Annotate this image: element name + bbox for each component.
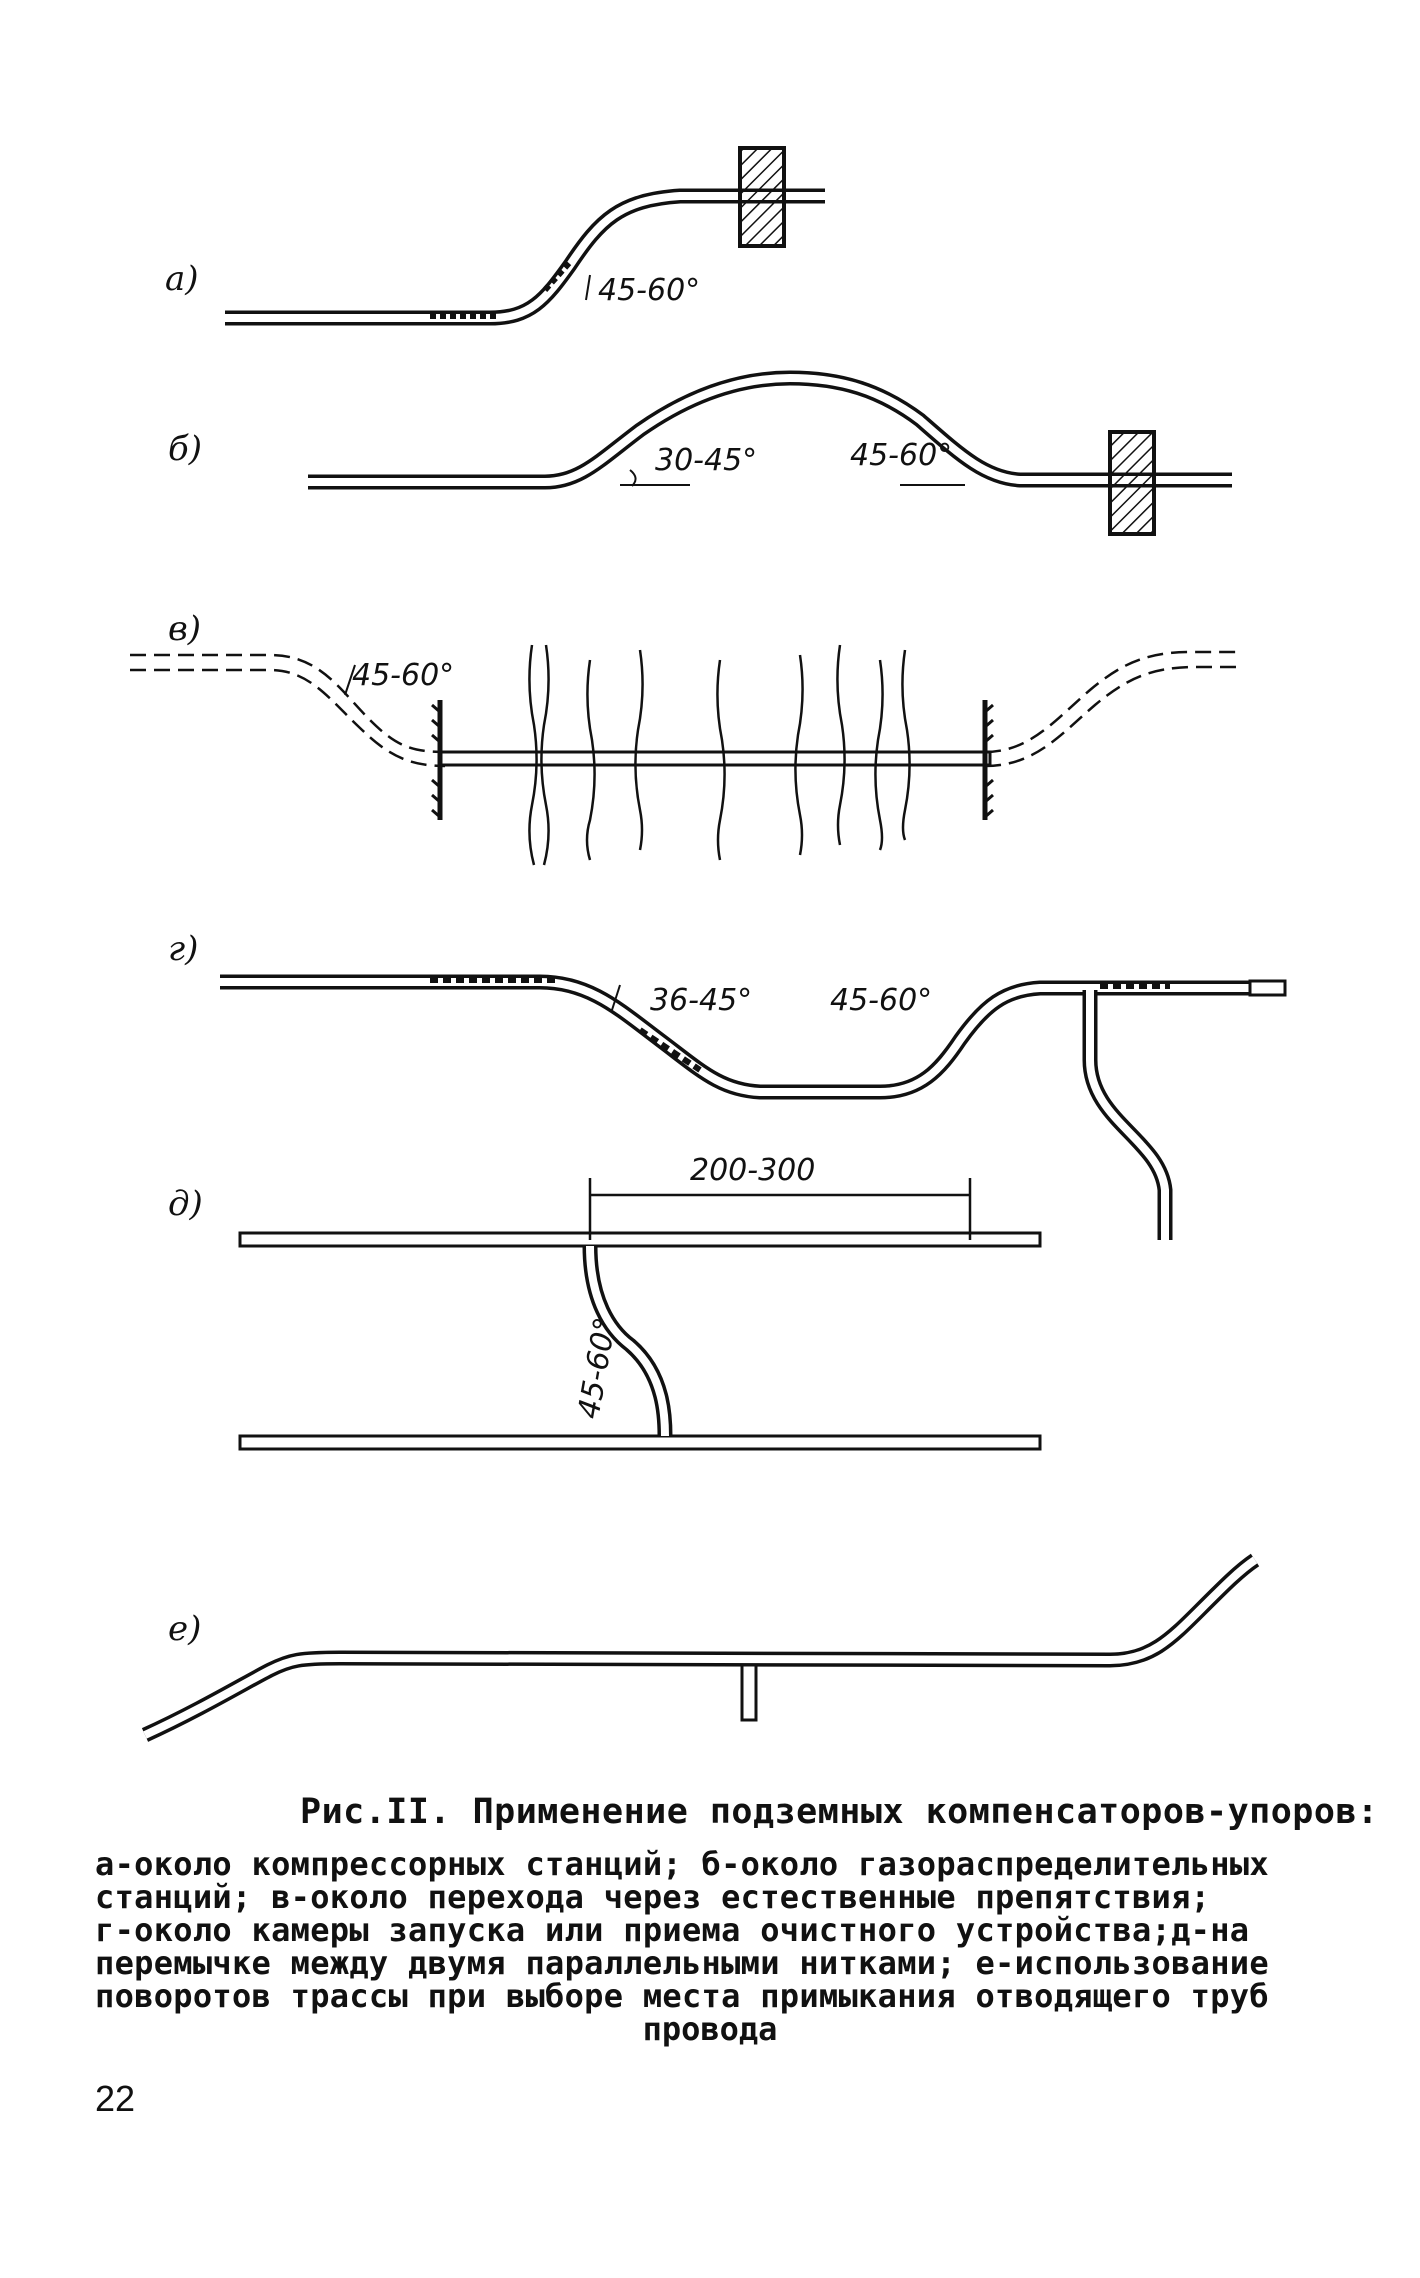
anchor-block-a xyxy=(738,146,786,248)
angle-a: 45-60° xyxy=(598,273,700,308)
caption-line: а-около компрессорных станций; б-около г… xyxy=(95,1845,1269,1883)
angle-b1: 30-45° xyxy=(655,443,757,478)
pipe-d-top xyxy=(238,1231,1042,1248)
angle-v: 45-60° xyxy=(352,658,454,693)
caption-line: перемычке между двумя параллельными нитк… xyxy=(95,1944,1269,1982)
label-g: г) xyxy=(168,929,198,969)
pipe-v-crossing xyxy=(438,750,992,767)
diagram-b: б) 30-45° 45-60° xyxy=(168,370,1232,536)
caption-line: поворотов трассы при выборе места примык… xyxy=(95,1977,1269,2015)
figure-caption-title: Рис.II. Применение подземных компенсатор… xyxy=(300,1792,1379,1832)
angle-g1: 36-45° xyxy=(650,983,752,1018)
anchor-block-b xyxy=(1108,430,1156,536)
angle-b2: 45-60° xyxy=(850,438,952,473)
pipe-b xyxy=(308,370,1232,490)
angle-d: 45-60° xyxy=(571,1315,623,1422)
label-d: д) xyxy=(168,1184,203,1224)
branch-stub-e xyxy=(740,1663,758,1722)
diagram-a: а) 45-60° xyxy=(165,146,825,326)
pipe-v-left-dashed xyxy=(130,653,446,754)
caption-line: станций; в-около перехода через естестве… xyxy=(95,1878,1211,1916)
label-b: б) xyxy=(168,429,202,469)
page-number: 22 xyxy=(95,2078,136,2119)
diagram-e: е) xyxy=(141,1553,1260,1742)
label-a: а) xyxy=(165,259,199,299)
pipe-v-right-dashed xyxy=(984,650,1240,754)
label-e: е) xyxy=(168,1609,201,1649)
branch-pipe-g xyxy=(1082,990,1173,1240)
water-lines xyxy=(528,644,911,866)
angle-g2: 45-60° xyxy=(830,983,932,1018)
diagram-d: д) 200-300 45-60° xyxy=(168,1153,1042,1451)
pipe-a xyxy=(225,188,825,326)
pipe-d-bottom xyxy=(238,1434,1042,1451)
dimension-d: 200-300 xyxy=(690,1153,815,1188)
caption-last-line: провода xyxy=(642,2010,778,2048)
diagram-v: в) 45-60° xyxy=(130,609,1240,866)
pipe-e xyxy=(141,1553,1260,1742)
figure-compensators: а) 45-60° б) 30-45° 45-60° в) xyxy=(130,146,1287,1742)
dimension-line-d xyxy=(588,1178,972,1240)
diagram-g: г) 36-45° 45-60° xyxy=(168,929,1287,1240)
label-v: в) xyxy=(168,609,201,649)
caption-line: г-около камеры запуска или приема очистн… xyxy=(95,1911,1250,1949)
